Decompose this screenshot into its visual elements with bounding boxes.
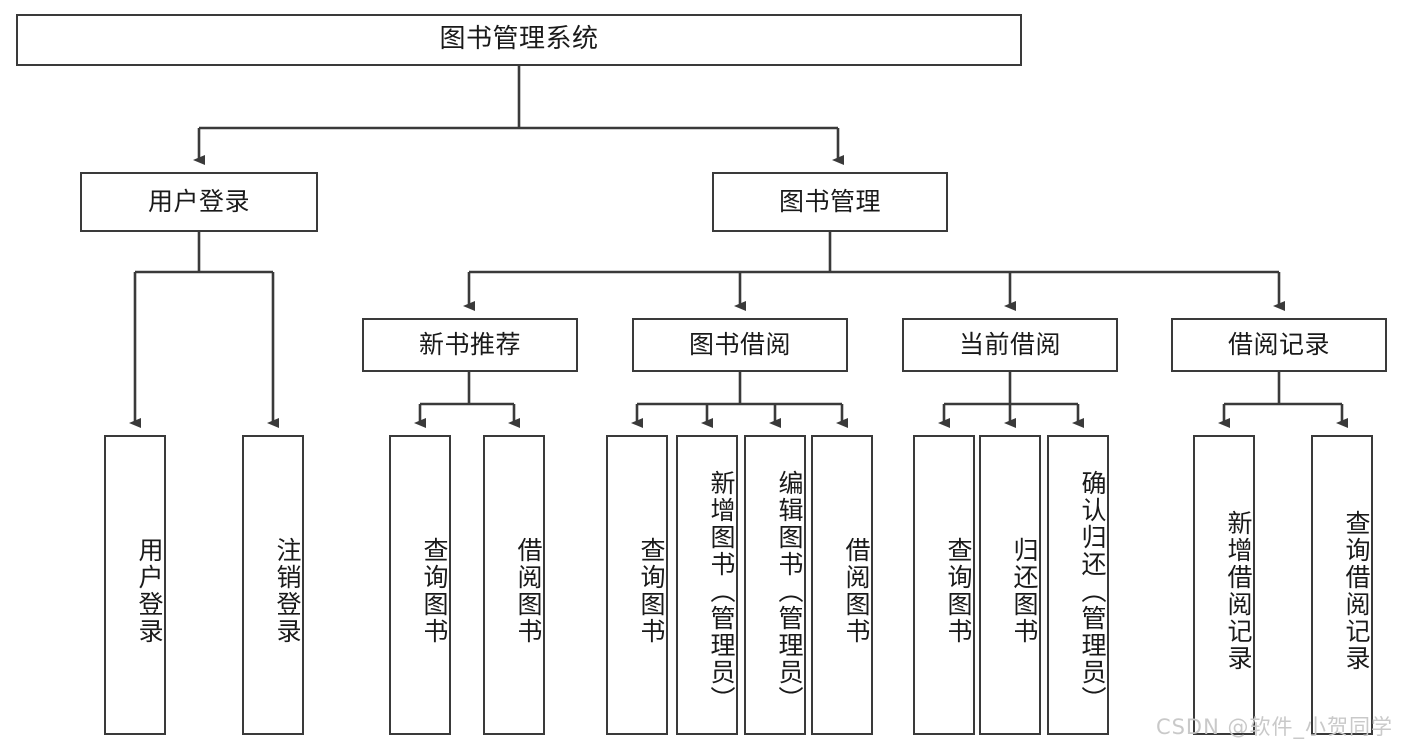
node-new-book-recommend[interactable]: 新书推荐 — [362, 318, 578, 372]
node-book-borrow[interactable]: 图书借阅 — [632, 318, 848, 372]
watermark-text: CSDN @软件_小贺同学 — [1155, 715, 1393, 739]
leaf-borrow-record-add[interactable]: 新增借阅记录 — [1193, 435, 1255, 735]
leaf-book-borrow-add[interactable]: 新增图书（管理员） — [676, 435, 738, 735]
leaf-borrow-record-query[interactable]: 查询借阅记录 — [1311, 435, 1373, 735]
node-book-management[interactable]: 图书管理 — [712, 172, 948, 232]
node-user-login[interactable]: 用户登录 — [80, 172, 318, 232]
leaf-book-borrow-query[interactable]: 查询图书 — [606, 435, 668, 735]
node-root-system[interactable]: 图书管理系统 — [16, 14, 1022, 66]
node-current-borrow[interactable]: 当前借阅 — [902, 318, 1118, 372]
leaf-user-login-logout[interactable]: 注销登录 — [242, 435, 304, 735]
leaf-book-borrow-borrow[interactable]: 借阅图书 — [811, 435, 873, 735]
leaf-current-borrow-confirm-return[interactable]: 确认归还（管理员） — [1047, 435, 1109, 735]
leaf-new-book-query[interactable]: 查询图书 — [389, 435, 451, 735]
leaf-book-borrow-edit[interactable]: 编辑图书（管理员） — [744, 435, 806, 735]
node-borrow-record[interactable]: 借阅记录 — [1171, 318, 1387, 372]
leaf-current-borrow-query[interactable]: 查询图书 — [913, 435, 975, 735]
leaf-new-book-borrow[interactable]: 借阅图书 — [483, 435, 545, 735]
leaf-current-borrow-return[interactable]: 归还图书 — [979, 435, 1041, 735]
leaf-user-login-login[interactable]: 用户登录 — [104, 435, 166, 735]
